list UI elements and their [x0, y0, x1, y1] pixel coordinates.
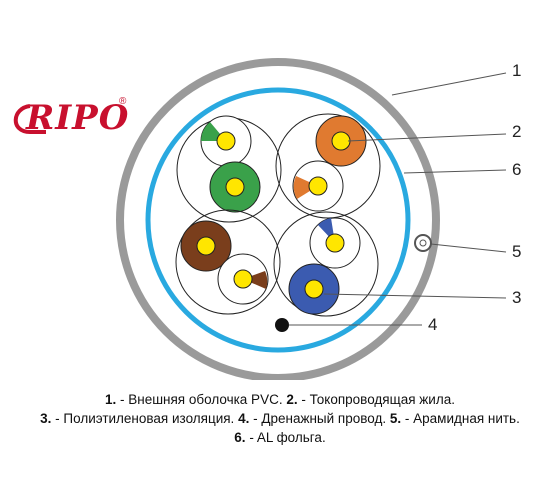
- leader-lines: [289, 72, 507, 326]
- callout-2: 2: [512, 122, 522, 141]
- callout-6: 6: [512, 160, 522, 179]
- callout-3: 3: [512, 288, 522, 307]
- legend-num-6: 6.: [234, 430, 246, 445]
- legend-text-6: - AL фольга.: [245, 430, 326, 445]
- pair-brown: [175, 209, 281, 315]
- ripo-logo-swoosh: [13, 104, 46, 134]
- legend-text-2: - Токопроводящая жила.: [297, 392, 455, 407]
- callout-5: 5: [512, 242, 522, 261]
- aramid-yarn: [414, 234, 432, 252]
- legend-line-2: 3. - Полиэтиленовая изоляция. 4. - Дрена…: [0, 409, 560, 428]
- legend-text-1: - Внешняя оболочка PVC.: [116, 392, 287, 407]
- legend-line-1: 1. - Внешняя оболочка PVC. 2. - Токопров…: [0, 390, 560, 409]
- cable-cross-section-diagram: [116, 58, 507, 380]
- callout-4: 4: [428, 315, 438, 334]
- legend-num-2: 2.: [286, 392, 298, 407]
- pair-orange: [275, 113, 381, 219]
- legend-num-4: 4.: [238, 411, 250, 426]
- legend-num-1: 1.: [104, 392, 117, 407]
- drain-wire: [275, 318, 289, 332]
- legend-line-3: 6. - AL фольга.: [0, 428, 560, 447]
- legend-text-3: - Полиэтиленовая изоляция.: [51, 411, 239, 426]
- al-foil: [145, 87, 411, 353]
- legend: 1. - Внешняя оболочка PVC. 2. - Токопров…: [0, 390, 560, 447]
- pair-green: [176, 115, 282, 223]
- registered-mark: ®: [119, 96, 127, 107]
- legend-num-5: 5.: [389, 411, 402, 426]
- legend-text-5: - Арамидная нить.: [401, 411, 520, 426]
- callout-1: 1: [512, 61, 522, 80]
- legend-text-4: - Дренажный провод.: [249, 411, 390, 426]
- pair-blue: [273, 211, 379, 317]
- ripo-logo: RIPO: [26, 98, 130, 138]
- legend-num-3: 3.: [40, 411, 52, 426]
